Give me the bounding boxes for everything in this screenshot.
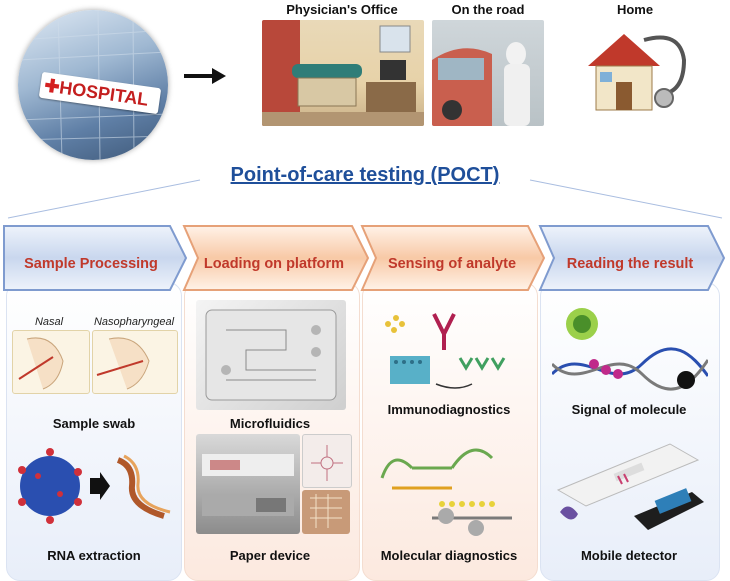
process-chevrons	[3, 225, 726, 291]
step-label-sensing-analyte: Sensing of analyte	[387, 256, 517, 272]
immunodiagnostics-label: Immunodiagnostics	[387, 402, 511, 417]
microfluidics-chip-image	[196, 300, 346, 410]
panel-sensing-analyte	[362, 282, 538, 581]
chevron-sample-processing	[3, 225, 188, 291]
location-label-home: Home	[616, 2, 654, 17]
nasal-label: Nasal	[34, 316, 64, 328]
location-label-physician: Physician's Office	[286, 2, 398, 17]
mobile-detector-label: Mobile detector	[580, 548, 678, 563]
paper-device-label: Paper device	[229, 548, 311, 563]
chevron-loading-platform	[182, 225, 370, 291]
immunodiagnostics-image	[385, 313, 506, 389]
home-image	[580, 20, 690, 126]
nasopharyngeal-label: Nasopharyngeal	[93, 316, 175, 328]
step-label-loading-platform: Loading on platform	[203, 256, 345, 272]
step-label-reading-result: Reading the result	[566, 256, 694, 272]
on-the-road-image	[432, 20, 544, 126]
paper-grid-image	[302, 490, 350, 534]
paper-pattern-image	[302, 434, 352, 488]
page-title: Point-of-care testing (POCT)	[230, 164, 500, 186]
virus-rna-image	[18, 448, 171, 524]
nasal-swab-image	[12, 330, 90, 394]
hospital-image: ✚HOSPITAL	[18, 10, 168, 160]
chevron-reading-result	[538, 225, 726, 291]
signal-molecule-label: Signal of molecule	[571, 402, 687, 417]
signal-molecule-image	[552, 308, 708, 391]
step-label-sample-processing: Sample Processing	[24, 256, 158, 272]
physician-office-image	[262, 20, 424, 126]
paper-device-image	[196, 434, 300, 534]
rna-extraction-label: RNA extraction	[47, 548, 141, 563]
microfluidics-label: Microfluidics	[229, 416, 311, 431]
mobile-detector-image	[556, 443, 704, 530]
molecular-diagnostics-label: Molecular diagnostics	[380, 548, 518, 563]
molecular-diagnostics-image	[380, 448, 512, 536]
sample-swab-label: Sample swab	[52, 416, 136, 431]
chevron-sensing-analyte	[360, 225, 546, 291]
nasopharyngeal-swab-image	[92, 330, 178, 394]
title-connector-lines	[7, 179, 723, 219]
right-arrow-icon	[184, 68, 226, 84]
location-label-road: On the road	[451, 2, 525, 17]
